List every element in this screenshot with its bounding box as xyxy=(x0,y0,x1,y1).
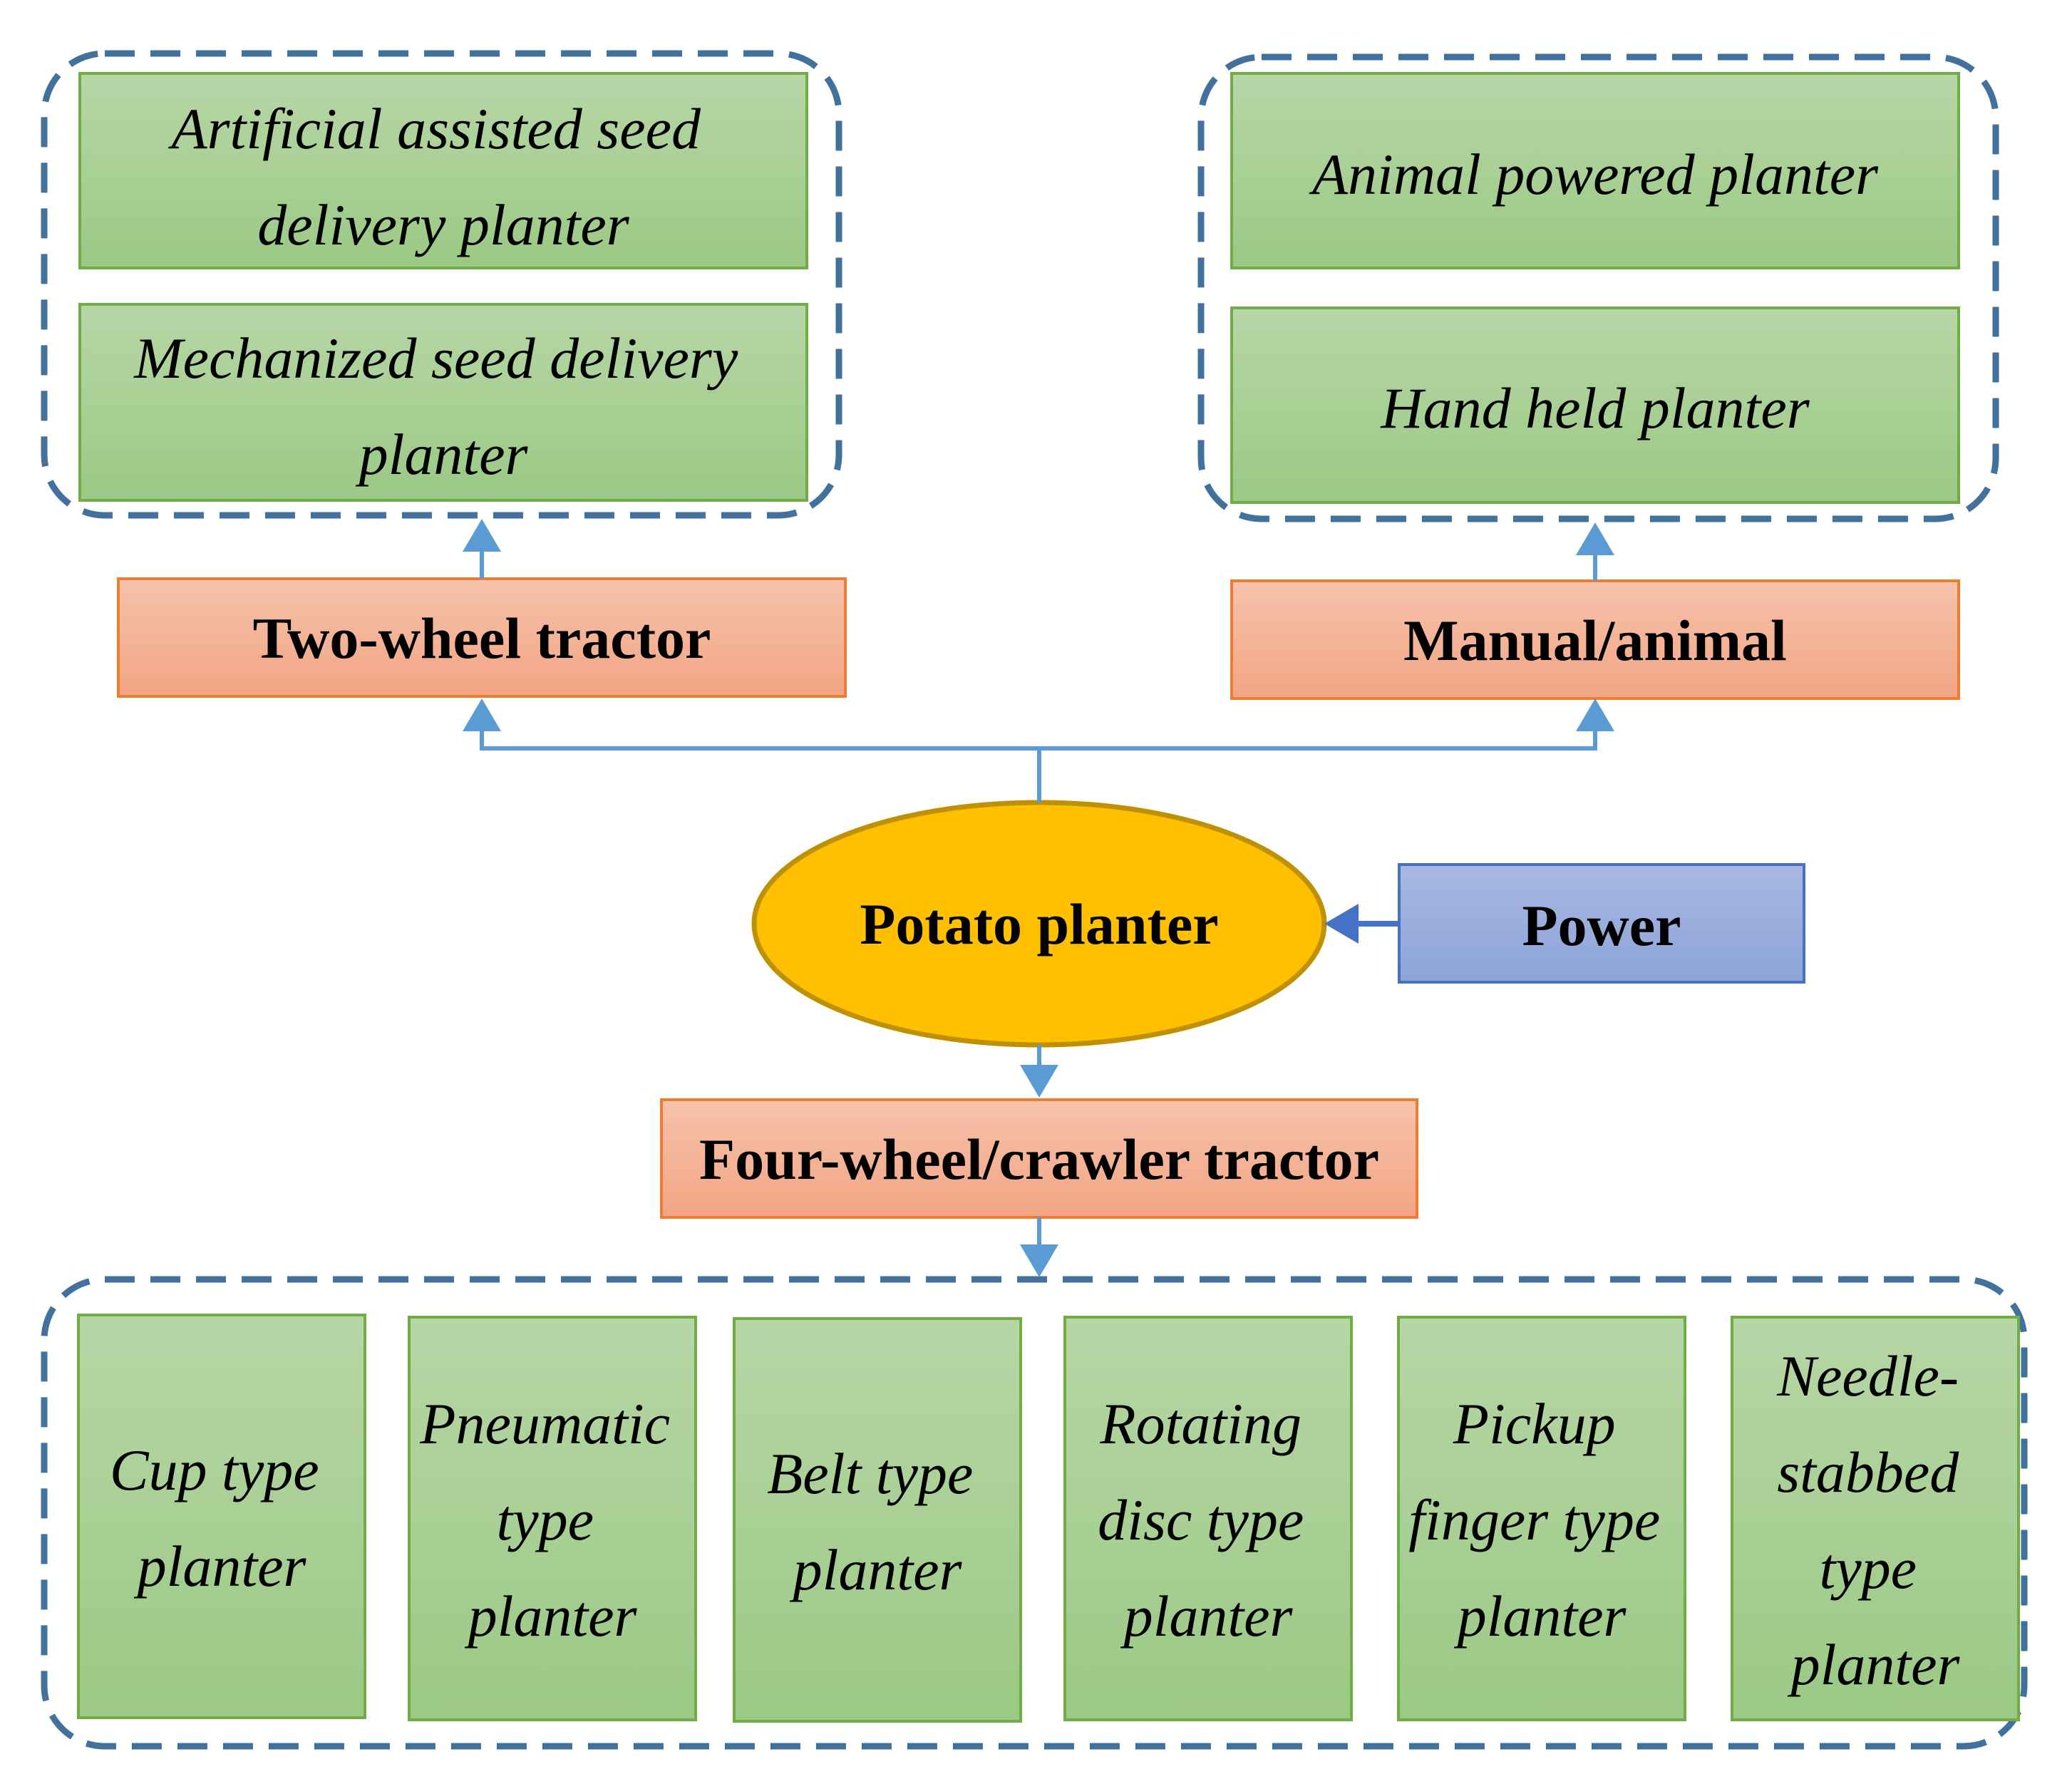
mechanized-seed-delivery-planter-box xyxy=(78,303,808,502)
cup-type-planter-box xyxy=(77,1314,366,1719)
two-wheel-planter-group xyxy=(41,50,842,519)
cup-type-planter-label: Cup type planter xyxy=(110,1438,334,1599)
artificial-assisted-seed-delivery-planter-label: Artificial assisted seed delivery plante… xyxy=(168,96,716,257)
arrow-to-two-wheel-tractor xyxy=(463,698,501,731)
hand-held-planter-box xyxy=(1230,306,1960,504)
power-box xyxy=(1398,863,1805,984)
arrowheads xyxy=(463,519,1614,1277)
pickup-finger-type-planter-label: Pickup finger type planter xyxy=(1408,1391,1674,1649)
rotating-disc-type-planter-label: Rotating disc type planter xyxy=(1098,1391,1319,1649)
pneumatic-type-planter-label: Pneumatic type planter xyxy=(419,1391,684,1649)
arrow-to-manual-animal xyxy=(1576,698,1614,731)
pneumatic-type-planter-box xyxy=(408,1316,697,1721)
animal-powered-planter-box xyxy=(1230,72,1960,269)
artificial-assisted-seed-delivery-planter-box xyxy=(78,72,808,269)
connector-lines xyxy=(480,549,1597,1249)
arrow-to-two-wheel-planters xyxy=(463,519,501,552)
four-wheel-crawler-tractor-label: Four-wheel/crawler tractor xyxy=(699,1127,1379,1192)
belt-type-planter-box xyxy=(733,1317,1022,1723)
needle-stabbed-type-planter-label: Needle- stabbed type planter xyxy=(1776,1344,1974,1697)
needle-stabbed-type-planter-box xyxy=(1731,1316,2020,1721)
arrow-to-four-wheel-planters xyxy=(1020,1244,1058,1277)
manual-animal-box xyxy=(1230,579,1960,700)
arrow-to-four-wheel-tractor xyxy=(1020,1065,1058,1098)
power-label: Power xyxy=(1522,893,1681,958)
mechanized-seed-delivery-planter-label: Mechanized seed delivery planter xyxy=(133,326,752,487)
hand-held-planter-label: Hand held planter xyxy=(1380,376,1810,440)
rotating-disc-type-planter-box xyxy=(1063,1316,1353,1721)
two-wheel-tractor-label: Two-wheel tractor xyxy=(253,606,711,671)
arrow-power-to-potato-planter xyxy=(1324,904,1359,944)
manual-planter-group xyxy=(1197,53,1999,522)
manual-animal-label: Manual/animal xyxy=(1403,608,1787,673)
four-wheel-crawler-tractor-box xyxy=(660,1098,1418,1219)
arrow-to-manual-planters xyxy=(1576,522,1614,555)
belt-type-planter-label: Belt type planter xyxy=(767,1441,988,1602)
four-wheel-planter-group xyxy=(41,1276,2028,1750)
two-wheel-tractor-box xyxy=(117,577,847,698)
animal-powered-planter-label: Animal powered planter xyxy=(1309,142,1879,207)
pickup-finger-type-planter-box xyxy=(1397,1316,1686,1721)
potato-planter-label: Potato planter xyxy=(860,892,1218,956)
